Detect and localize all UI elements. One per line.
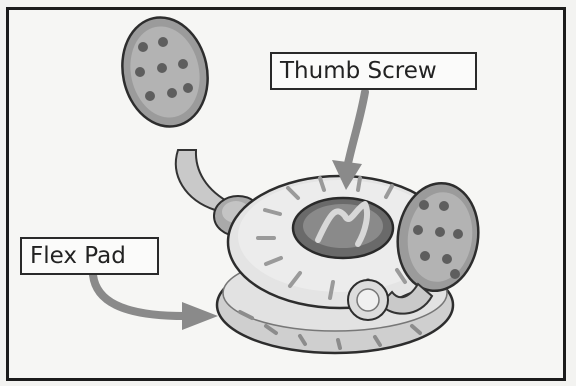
flex-pad-label: Flex Pad	[20, 237, 159, 275]
thumb-screw-label: Thumb Screw	[270, 52, 477, 90]
left-suction-pad	[112, 9, 232, 210]
thumb-screw	[293, 198, 393, 258]
arrow-flex-pad	[93, 275, 218, 330]
